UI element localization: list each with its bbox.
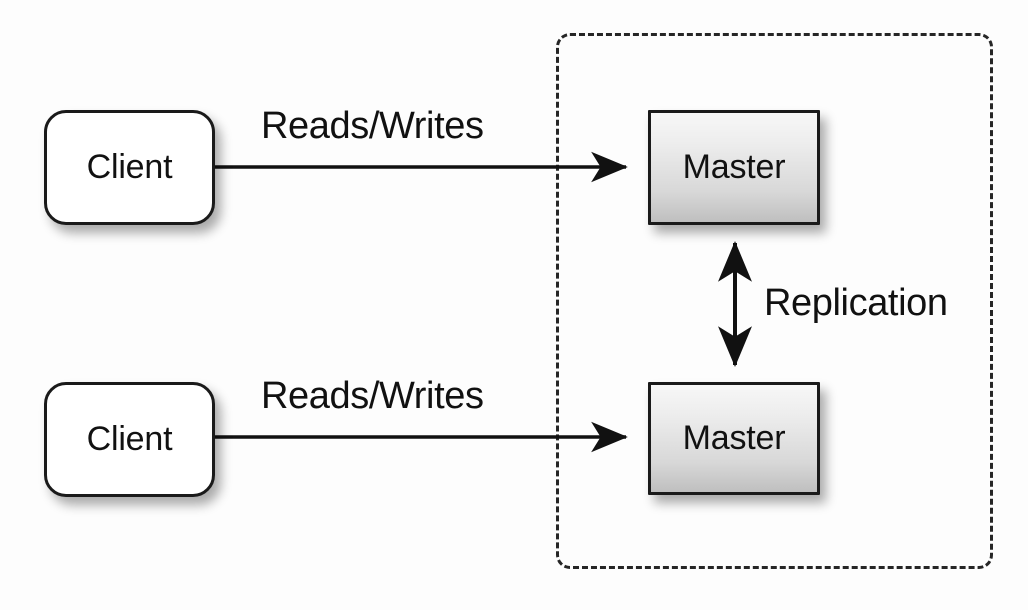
node-master-bottom[interactable]: Master (648, 382, 820, 495)
node-master-top[interactable]: Master (648, 110, 820, 225)
master-cluster-region (556, 33, 993, 569)
node-client-bottom-label: Client (86, 420, 173, 458)
node-client-top[interactable]: Client (44, 110, 215, 225)
edge-label-replication: Replication (764, 282, 948, 324)
node-client-top-label: Client (86, 148, 173, 186)
edge-label-reads-writes-bottom: Reads/Writes (261, 375, 484, 417)
node-client-bottom[interactable]: Client (44, 382, 215, 497)
node-master-bottom-label: Master (682, 419, 786, 457)
node-master-top-label: Master (682, 148, 786, 186)
edge-label-reads-writes-top: Reads/Writes (261, 105, 484, 147)
